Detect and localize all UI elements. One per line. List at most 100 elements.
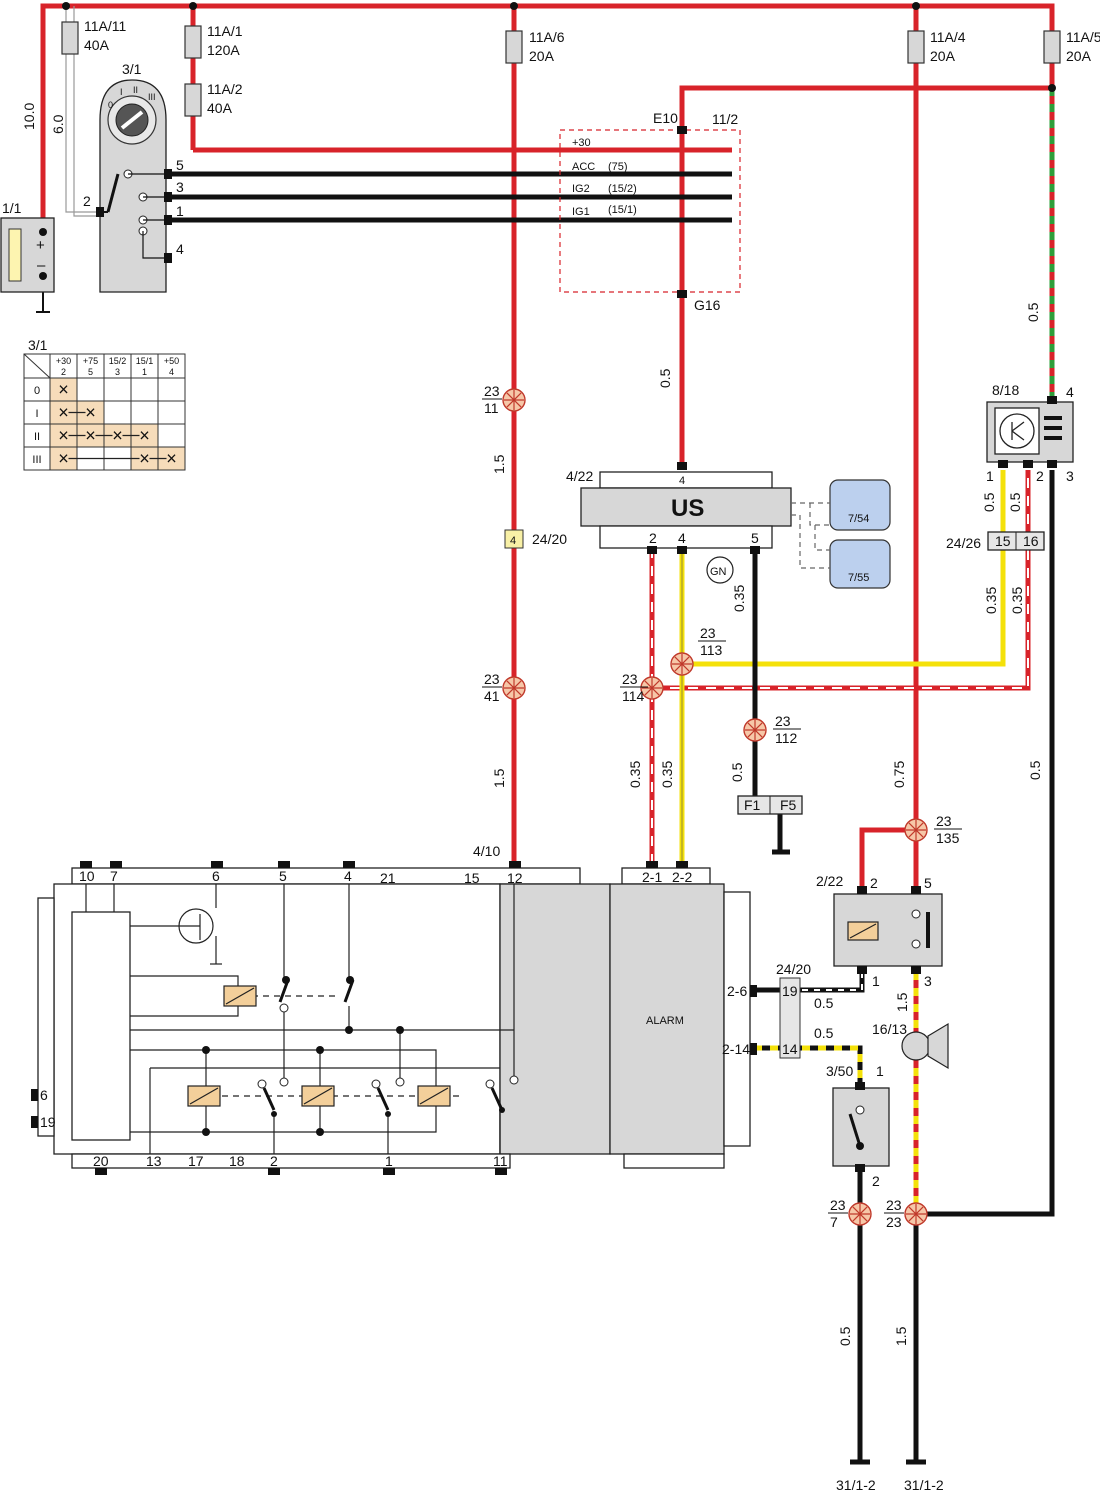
svg-text:24/20: 24/20 (532, 531, 567, 547)
alarm-pin-terms (31, 861, 757, 1175)
horn-16-13: 16/13 (872, 1021, 949, 1070)
splice-bottom: 23 (886, 1214, 902, 1230)
svg-text:11/2: 11/2 (712, 111, 738, 127)
svg-text:(15/1): (15/1) (608, 204, 637, 216)
svg-text:1.5: 1.5 (894, 992, 910, 1012)
svg-text:19: 19 (40, 1114, 56, 1130)
table-x-mark: × (166, 449, 177, 469)
splice-top: 23 (775, 713, 791, 729)
svg-text:4: 4 (679, 475, 685, 487)
svg-text:12: 12 (507, 870, 523, 886)
svg-text:6.0: 6.0 (50, 114, 66, 134)
svg-text:20A: 20A (529, 48, 555, 64)
svg-text:40A: 40A (84, 37, 110, 53)
svg-text:2: 2 (83, 193, 91, 209)
svg-text:21: 21 (380, 870, 396, 886)
svg-text:4: 4 (176, 241, 184, 257)
svg-text:0.5: 0.5 (1027, 760, 1043, 780)
svg-text:15: 15 (995, 533, 1011, 549)
svg-text:7/54: 7/54 (848, 513, 869, 525)
table-active-cell (50, 401, 77, 424)
svg-text:0.35: 0.35 (983, 587, 999, 614)
table-row-label: 0 (34, 385, 40, 397)
svg-text:5: 5 (751, 530, 759, 546)
svg-text:1: 1 (385, 1153, 393, 1169)
svg-text:20: 20 (93, 1153, 109, 1169)
wire-relay-pin2 (859, 827, 916, 888)
table-header-top: +30 (56, 356, 71, 366)
svg-text:1: 1 (876, 1063, 884, 1079)
battery: + – 1/1 (0, 200, 55, 293)
splice-bottom: 11 (484, 400, 499, 416)
connector-24-20-b: 19 14 24/20 (776, 961, 811, 1059)
svg-text:11A/5: 11A/5 (1066, 29, 1100, 45)
splice-top: 23 (484, 383, 500, 399)
ignition-switch-table: 3/1 +302+75515/2315/11+5040IIIIII×××××××… (23, 337, 186, 471)
table-row-label: III (32, 454, 41, 466)
table-row-label: I (35, 408, 38, 420)
table-header-bottom: 1 (142, 367, 147, 377)
svg-text:2: 2 (870, 875, 878, 891)
svg-text:3/1: 3/1 (122, 61, 142, 77)
table-active-cell (131, 447, 158, 470)
table-corner-diag (23, 353, 51, 379)
svg-text:0.5: 0.5 (1007, 492, 1023, 512)
table-active-cell (104, 424, 131, 447)
sensor-8-18: 8/18 4 1 2 3 (986, 382, 1074, 484)
table-active-cell (50, 378, 77, 401)
svg-text:20A: 20A (1066, 48, 1092, 64)
wire-top-bus (40, 3, 1055, 218)
connector-24-20-a: 4 24/20 (504, 529, 567, 549)
svg-text:11A/2: 11A/2 (207, 81, 243, 97)
svg-text:20A: 20A (930, 48, 956, 64)
wire-sensor3 (916, 470, 1055, 1217)
svg-text:11A/1: 11A/1 (207, 23, 243, 39)
svg-text:IG2: IG2 (572, 183, 590, 195)
svg-text:7/55: 7/55 (848, 572, 869, 584)
svg-text:(15/2): (15/2) (608, 183, 637, 195)
splice-top: 23 (700, 625, 716, 641)
svg-text:3: 3 (176, 179, 184, 195)
table-header-top: 15/2 (109, 356, 127, 366)
svg-text:0.35: 0.35 (659, 761, 675, 788)
svg-text:5: 5 (924, 875, 932, 891)
splice-bottom: 114 (622, 688, 645, 704)
svg-text:0.5: 0.5 (657, 368, 673, 388)
svg-text:(75): (75) (608, 161, 628, 173)
svg-text:4/10: 4/10 (473, 843, 500, 859)
splice-top: 23 (886, 1197, 902, 1213)
table-header-top: 15/1 (136, 356, 154, 366)
svg-text:120A: 120A (207, 42, 240, 58)
splice-bottom: 113 (700, 642, 723, 658)
svg-text:11A/6: 11A/6 (529, 29, 565, 45)
svg-text:1.5: 1.5 (893, 1326, 909, 1346)
table-header-bottom: 2 (61, 367, 66, 377)
svg-text:13: 13 (146, 1153, 162, 1169)
module-links (791, 502, 830, 569)
svg-text:3: 3 (924, 973, 932, 989)
svg-text:5: 5 (176, 157, 184, 173)
fuse-box-ref: F1 F5 (737, 795, 803, 815)
table-header-top: +50 (164, 356, 179, 366)
svg-text:4: 4 (1066, 384, 1074, 400)
svg-text:2-14: 2-14 (722, 1041, 750, 1057)
table-x-mark: × (85, 426, 96, 446)
wire-relay1-w (790, 972, 863, 991)
svg-text:+: + (36, 237, 45, 254)
table-x-mark: × (58, 426, 69, 446)
svg-text:17: 17 (188, 1153, 204, 1169)
splice-bottom: 7 (830, 1214, 838, 1230)
svg-text:1: 1 (872, 973, 880, 989)
svg-text:2/22: 2/22 (816, 873, 843, 889)
svg-text:1.5: 1.5 (491, 768, 507, 788)
svg-text:0.35: 0.35 (731, 585, 747, 612)
